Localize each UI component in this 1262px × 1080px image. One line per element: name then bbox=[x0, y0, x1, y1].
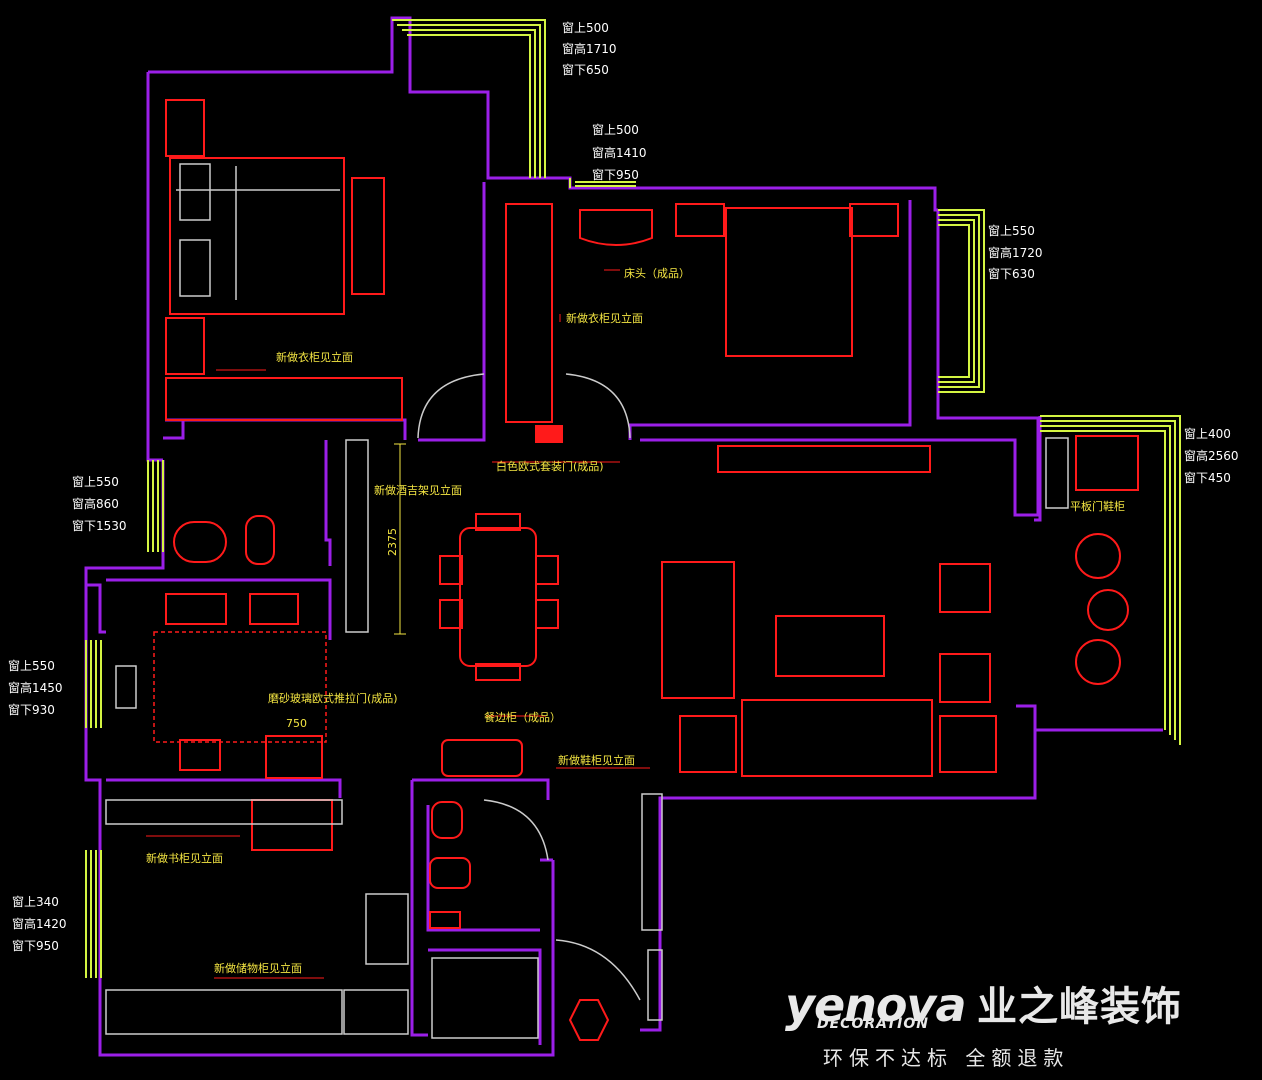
window-note-line: 窗下950 bbox=[592, 168, 639, 182]
label-sideboard: 餐边柜（成品） bbox=[484, 710, 561, 724]
window-note-line: 窗上400 bbox=[1184, 427, 1231, 441]
window-note-line: 窗下1530 bbox=[72, 519, 127, 533]
window-note-line: 窗下450 bbox=[1184, 471, 1231, 485]
label-leaders bbox=[146, 269, 650, 979]
window-note-line: 窗高1420 bbox=[12, 916, 67, 931]
window-note-7: 窗上340 窗高1420 窗下950 bbox=[12, 895, 67, 953]
window-note-6: 窗上550 窗高1450 窗下930 bbox=[8, 659, 63, 717]
label-storage-cabinet: 新做储物柜见立面 bbox=[214, 961, 302, 975]
label-nightstand: 床头（成品） bbox=[624, 266, 690, 280]
label-small-dimension: 750 bbox=[286, 717, 307, 730]
label-kitchen-door: 磨砂玻璃欧式推拉门(成品) bbox=[268, 691, 398, 705]
window-note-line: 窗高1710 bbox=[562, 41, 617, 56]
brand-slogan: 环保不达标 全额退款 bbox=[823, 1046, 1070, 1070]
window-note-line: 窗下930 bbox=[8, 703, 55, 717]
door-swings bbox=[417, 373, 641, 1001]
window-note-3: 窗上550 窗高1720 窗下630 bbox=[988, 224, 1043, 281]
label-wardrobe-second: 新做衣柜见立面 bbox=[566, 311, 643, 325]
brand-name-en: yenova bbox=[785, 978, 967, 1032]
window-note-line: 窗上550 bbox=[988, 224, 1035, 238]
window-note-line: 窗高2560 bbox=[1184, 448, 1239, 463]
dimension-2375 bbox=[394, 443, 406, 635]
window-note-2: 窗上500 窗高1410 窗下950 bbox=[592, 123, 647, 182]
window-note-line: 窗上500 bbox=[562, 21, 609, 35]
label-wine-cabinet: 新做酒吉架见立面 bbox=[374, 483, 462, 497]
window-note-line: 窗高1410 bbox=[592, 145, 647, 160]
label-bookcase: 新做书柜见立面 bbox=[146, 851, 223, 865]
window-note-line: 窗高1450 bbox=[8, 680, 63, 695]
coffee-table bbox=[775, 615, 885, 677]
master-bed bbox=[169, 157, 345, 315]
window-note-line: 窗下630 bbox=[988, 267, 1035, 281]
label-bedroom-door: 白色欧式套装门(成品) bbox=[496, 459, 604, 473]
sofa-left bbox=[661, 561, 735, 699]
window-note-5: 窗上550 窗高860 窗下1530 bbox=[72, 475, 127, 533]
window-note-line: 窗高1720 bbox=[988, 245, 1043, 260]
brand-sub-en: DECORATION bbox=[817, 1016, 930, 1032]
dimension-2375-label: 2375 bbox=[386, 528, 399, 556]
brand-name-cn: 业之峰装饰 bbox=[977, 984, 1182, 1030]
dining-table bbox=[459, 527, 537, 667]
sofa-bottom bbox=[741, 699, 933, 777]
sideboard bbox=[441, 739, 523, 777]
label-shoe-cabinet: 新做鞋柜见立面 bbox=[558, 753, 635, 767]
label-wardrobe-master: 新做衣柜见立面 bbox=[276, 350, 353, 364]
window-note-line: 窗下950 bbox=[12, 939, 59, 953]
second-bed bbox=[725, 207, 853, 357]
window-note-line: 窗上550 bbox=[8, 659, 55, 673]
brand-watermark: yenova DECORATION 业之峰装饰 环保不达标 全额退款 bbox=[785, 982, 1245, 1072]
window-note-line: 窗上550 bbox=[72, 475, 119, 489]
window-note-line: 窗下650 bbox=[562, 63, 609, 77]
window-note-4: 窗上400 窗高2560 窗下450 bbox=[1184, 427, 1239, 485]
window-note-1: 窗上500 窗高1710 窗下650 bbox=[562, 21, 617, 77]
windows bbox=[85, 19, 1181, 978]
wardrobe-master bbox=[165, 377, 403, 421]
furniture bbox=[165, 99, 1139, 1041]
fixtures bbox=[105, 163, 1069, 1039]
tv-cabinet bbox=[717, 445, 931, 473]
window-note-line: 窗上340 bbox=[12, 895, 59, 909]
wardrobe-second bbox=[505, 203, 553, 423]
label-balcony-cabinet: 平板门鞋柜 bbox=[1070, 499, 1125, 513]
window-note-line: 窗高860 bbox=[72, 496, 119, 511]
window-note-line: 窗上500 bbox=[592, 123, 639, 137]
